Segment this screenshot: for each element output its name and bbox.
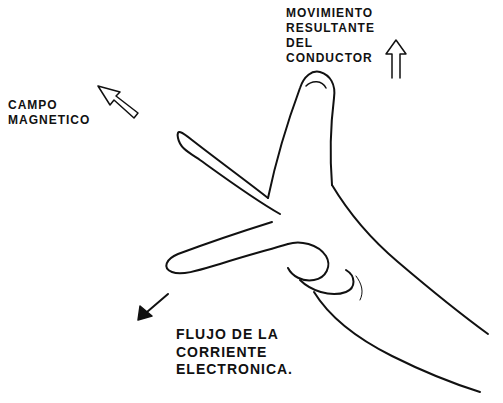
solid-arrow <box>138 306 152 320</box>
hollow-arrow <box>98 86 138 118</box>
thumb <box>268 72 334 198</box>
arrow-label: MOVIMIENTO RESULTANTE DEL CONDUCTOR <box>286 6 375 66</box>
arrow-label: FLUJO DE LA CORRIENTE ELECTRONICA. <box>176 326 326 379</box>
palm <box>314 292 480 392</box>
index-finger <box>178 132 280 214</box>
middle-finger <box>166 222 288 273</box>
hollow-arrow <box>386 40 406 78</box>
arrow-label: CAMPO MAGNETICO <box>8 98 90 128</box>
palm-crease <box>356 276 362 300</box>
thumb-nail <box>306 82 326 88</box>
folded-fingers <box>300 270 354 294</box>
palm <box>332 185 488 334</box>
folded-fingers <box>288 243 328 281</box>
